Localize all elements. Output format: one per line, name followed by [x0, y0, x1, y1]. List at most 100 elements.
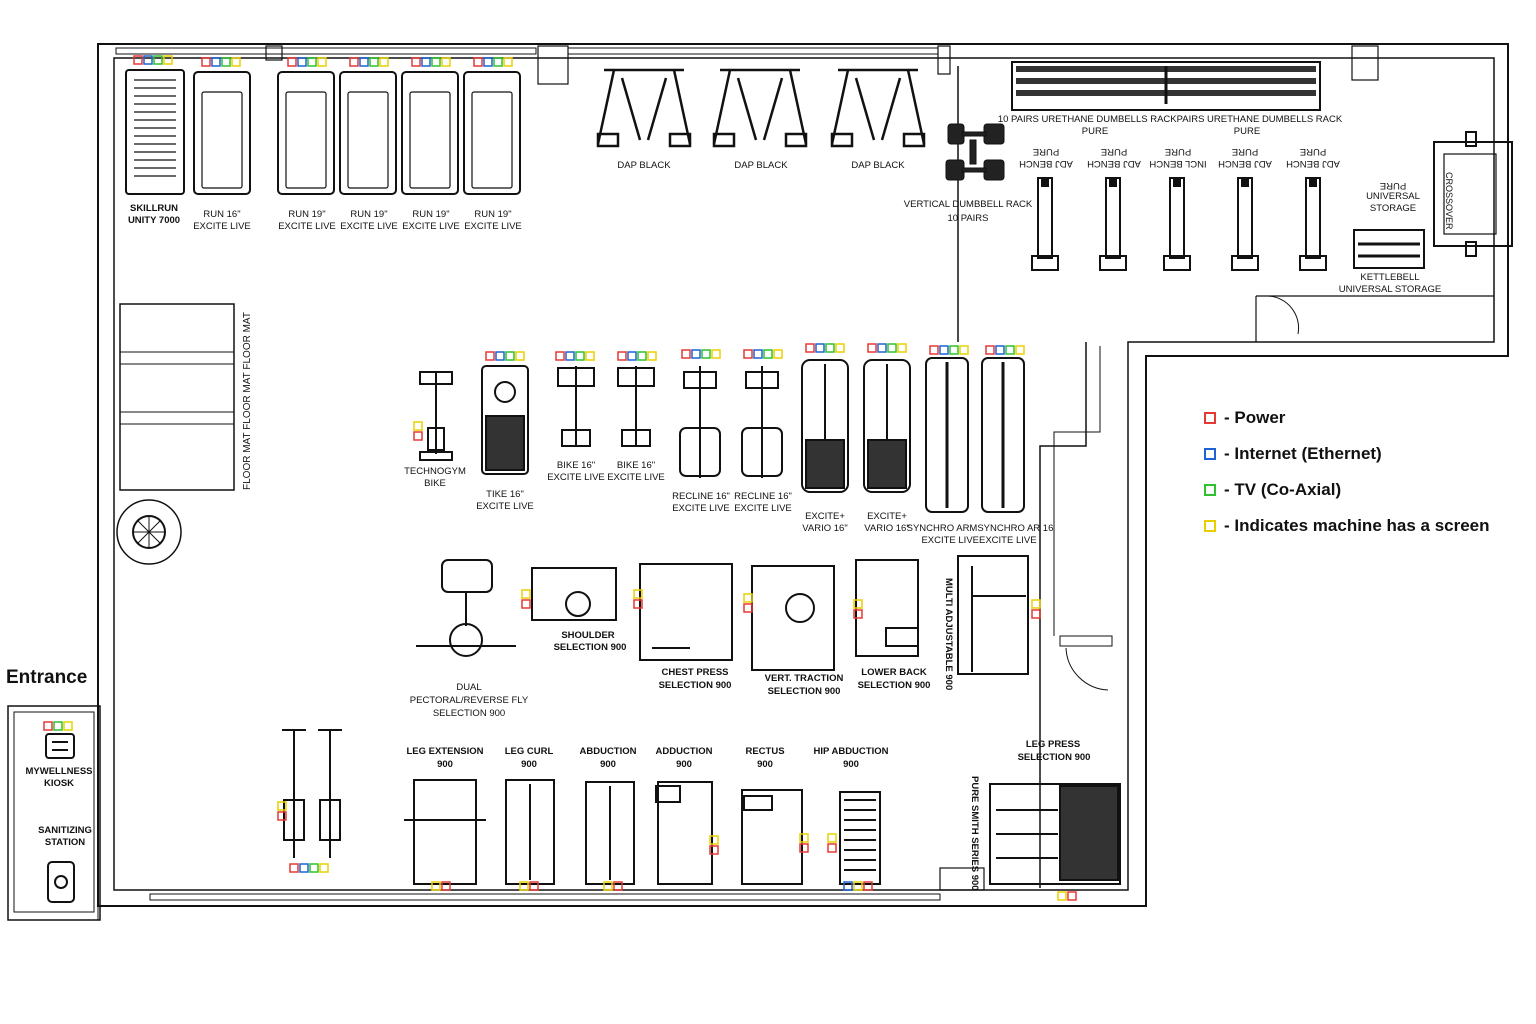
universal-storage-label: STORAGE: [1369, 203, 1417, 214]
mywellness-label: MYWELLNESS: [25, 766, 93, 777]
mywellness-kiosk: [45, 733, 75, 759]
outlet-marker: [709, 845, 719, 855]
outlet-marker: [43, 721, 53, 731]
outlet-marker: [815, 343, 825, 353]
outlet-marker: [521, 589, 531, 599]
outlet-marker: [413, 421, 423, 431]
outlet-marker: [1005, 345, 1015, 355]
entrance-label: Entrance: [6, 667, 88, 688]
bike-machine: [557, 366, 595, 447]
outlet-marker: [411, 57, 421, 67]
outlet-marker: [483, 57, 493, 67]
urethane-dumbbell-rack: [1011, 61, 1321, 111]
kettlebell-storage: [1353, 229, 1425, 269]
bench-label: ADJ BENCH: [1286, 158, 1340, 169]
tike-sub-label: EXCITE LIVE: [476, 501, 534, 512]
outlet-marker: [627, 351, 637, 361]
chest-press-label: CHEST PRESS: [661, 667, 729, 678]
dap-black-3: [830, 68, 926, 148]
outlet-marker: [369, 57, 379, 67]
outlet-marker: [231, 57, 241, 67]
outlet-marker: [867, 343, 877, 353]
tv-swatch: [1204, 484, 1216, 496]
legend: - Power - Internet (Ethernet) - TV (Co-A…: [1204, 400, 1490, 544]
outlet-marker: [647, 351, 657, 361]
outlet-marker: [307, 57, 317, 67]
pure-machine: [282, 729, 342, 858]
dap-black-label: DAP BLACK: [851, 160, 905, 171]
shoulder-sub-label: SELECTION 900: [553, 642, 627, 653]
adj-bench: [1031, 177, 1059, 271]
outlet-marker: [431, 881, 441, 891]
outlet-marker: [827, 843, 837, 853]
outlet-marker: [743, 349, 753, 359]
run19-treadmill: [339, 71, 397, 195]
mywellness-sub-label: KIOSK: [43, 778, 75, 789]
leg-press-machine: [989, 783, 1121, 885]
urethane-rack-pure-label: PURE: [1233, 126, 1261, 137]
incl-bench: [1163, 177, 1191, 271]
vario-label: EXCITE+: [805, 511, 845, 522]
adj-bench: [1231, 177, 1259, 271]
outlet-marker: [827, 833, 837, 843]
recline-label: RECLINE 16": [734, 491, 792, 502]
run16-label: RUN 16": [203, 209, 241, 220]
vario-machine: [801, 359, 849, 493]
outlet-marker: [413, 431, 423, 441]
bench-label: INCL BENCH: [1149, 158, 1207, 169]
outlet-marker: [359, 57, 369, 67]
outlet-marker: [853, 609, 863, 619]
abduction-label: ABDUCTION: [579, 746, 637, 757]
outlet-marker: [897, 343, 907, 353]
skillrun-machine: [125, 69, 185, 195]
outlet-marker: [163, 55, 173, 65]
dap-black-label: DAP BLACK: [734, 160, 788, 171]
leg-extension-machine: [404, 779, 486, 885]
outlet-marker: [493, 57, 503, 67]
bench-pure-label: PURE: [1100, 146, 1128, 157]
outlet-marker: [495, 351, 505, 361]
outlet-marker: [637, 351, 647, 361]
outlet-marker: [743, 593, 753, 603]
adj-bench: [1299, 177, 1327, 271]
abduction-sub-label: 900: [600, 759, 616, 770]
bench-label: ADJ BENCH: [1087, 158, 1141, 169]
floor-mat-label: FLOOR MAT FLOOR MAT FLOOR MAT: [242, 312, 253, 490]
outlet-marker: [753, 349, 763, 359]
bench-pure-label: PURE: [1299, 146, 1327, 157]
outlet-marker: [985, 345, 995, 355]
adduction-machine: [655, 781, 713, 885]
outlet-marker: [221, 57, 231, 67]
pectoral-label: SELECTION 900: [432, 708, 506, 719]
pectoral-fly-machine: [416, 559, 516, 657]
outlet-marker: [299, 863, 309, 873]
dap-black-1: [596, 68, 692, 148]
outlet-marker: [633, 589, 643, 599]
outlet-marker: [939, 345, 949, 355]
outlet-marker: [515, 351, 525, 361]
outlet-marker: [853, 599, 863, 609]
recline-bike: [679, 366, 721, 478]
synchro-label: SYNCHRO ARMSYNCHRO AR 16: [906, 523, 1054, 534]
outlet-marker: [711, 349, 721, 359]
sanitizing-sub-label: STATION: [44, 837, 86, 848]
outlet-marker: [617, 351, 627, 361]
technogym-sub-label: BIKE: [424, 478, 446, 489]
outlet-marker: [473, 57, 483, 67]
multi-adjustable-machine: [957, 555, 1029, 675]
pectoral-label: PECTORAL/REVERSE FLY: [409, 695, 529, 706]
bike-label: BIKE 16": [556, 460, 596, 471]
run19-label: RUN 19": [350, 209, 388, 220]
recline-sub-label: EXCITE LIVE: [734, 503, 792, 514]
vertical-rack-label: VERTICAL DUMBBELL RACK: [903, 199, 1033, 210]
skillrun-label: SKILLRUN: [129, 203, 179, 214]
lower-back-label: LOWER BACK: [861, 667, 927, 678]
legend-item-internet: - Internet (Ethernet): [1204, 436, 1490, 472]
outlet-marker: [853, 881, 863, 891]
screen-swatch: [1204, 520, 1216, 532]
pectoral-label: DUAL: [456, 682, 482, 693]
outlet-marker: [825, 343, 835, 353]
leg-extension-label: LEG EXTENSION: [406, 746, 484, 757]
tike-label: TIKE 16": [486, 489, 524, 500]
run16-sub-label: EXCITE LIVE: [193, 221, 251, 232]
